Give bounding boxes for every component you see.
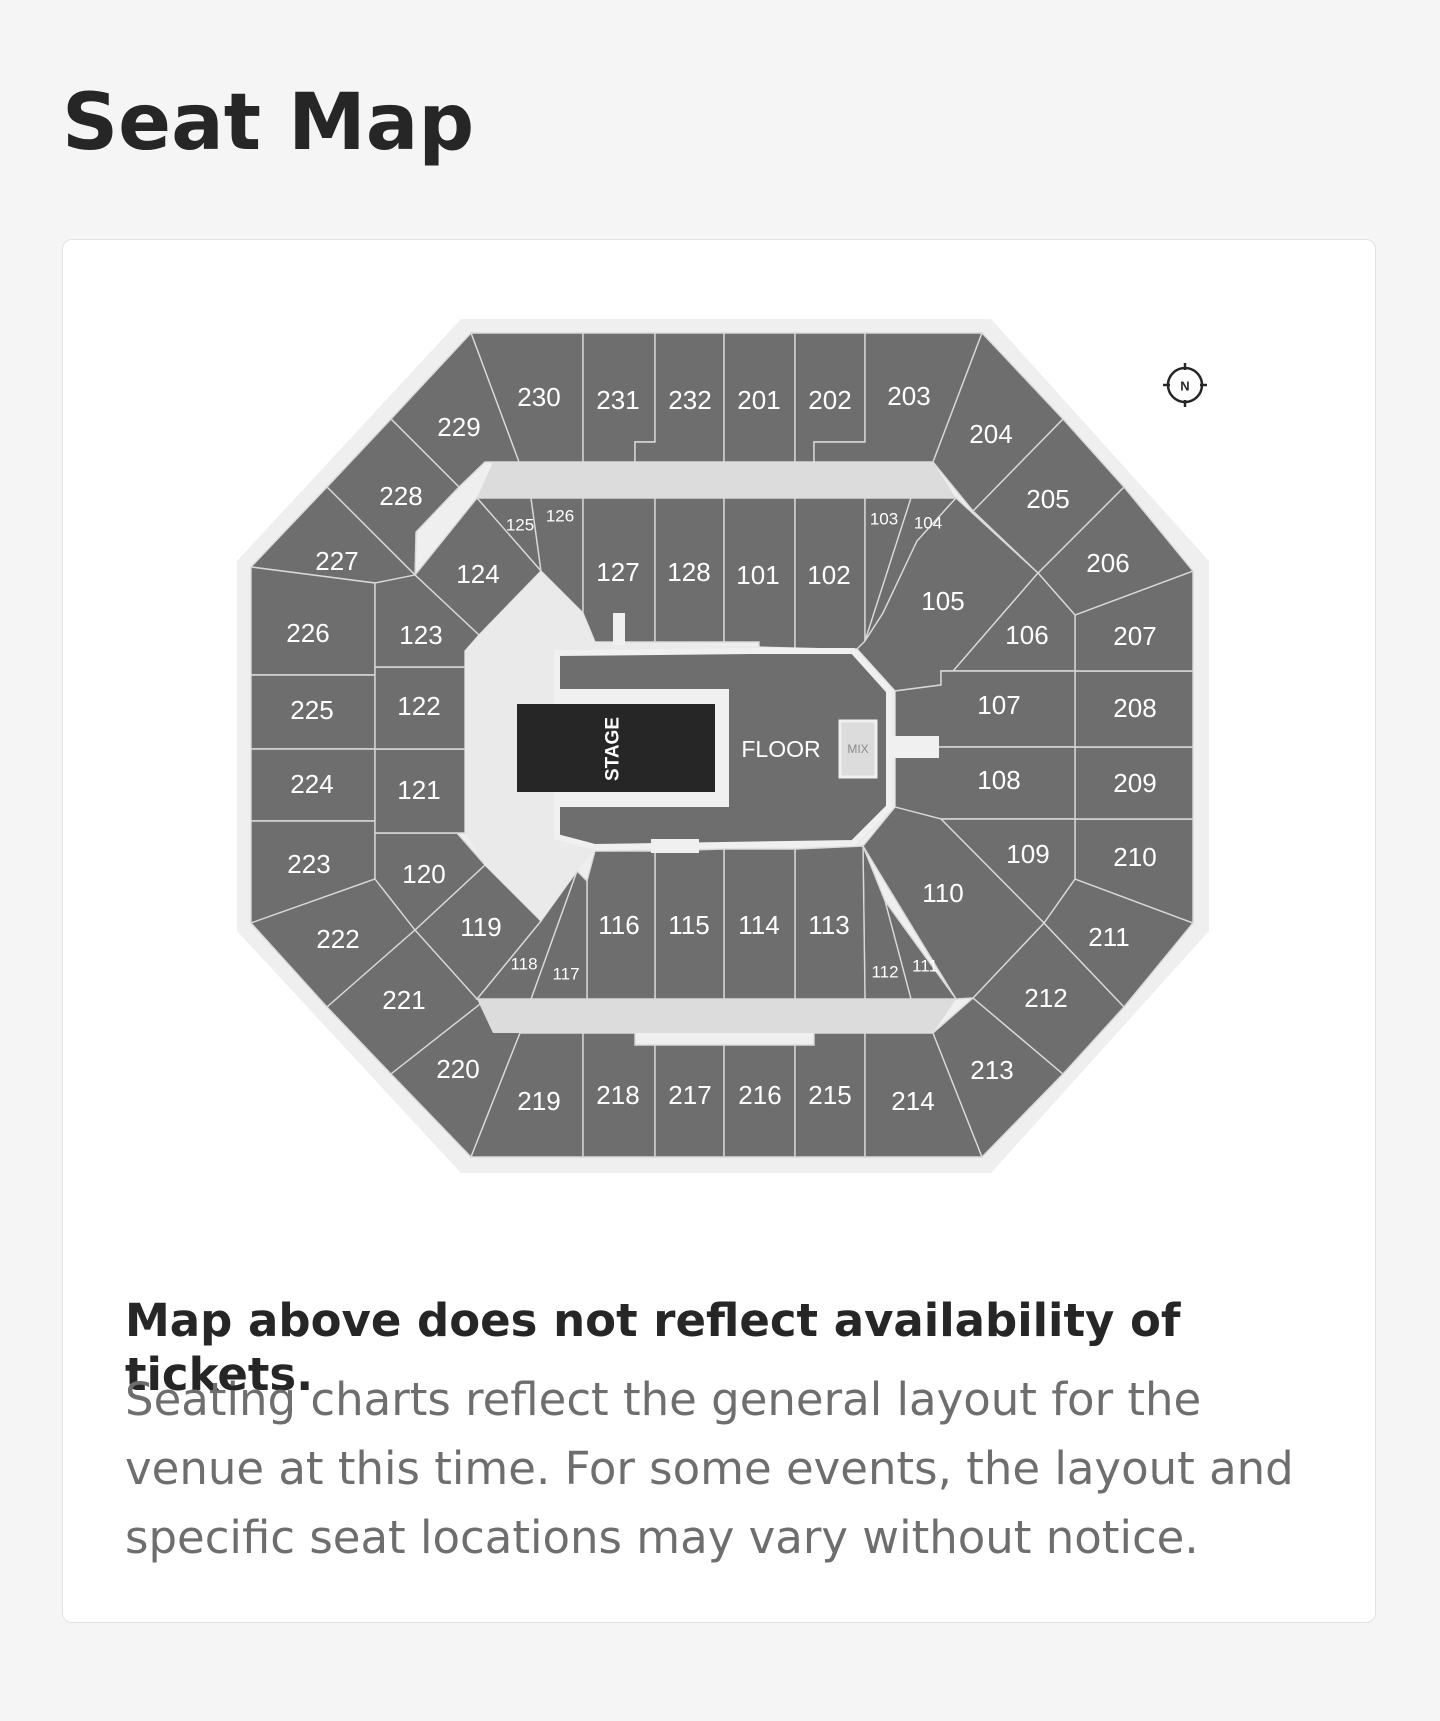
seat-map-card: STAGE FLOOR MIX N 230 231 232 201 202 20… <box>62 239 1376 1623</box>
mix-walkway <box>889 736 939 758</box>
label-103: 103 <box>870 510 898 529</box>
label-219: 219 <box>517 1086 560 1116</box>
label-225: 225 <box>290 695 333 725</box>
label-119: 119 <box>460 912 501 942</box>
concourse-top <box>477 462 956 498</box>
runway-bottom <box>651 839 699 853</box>
label-212: 212 <box>1024 983 1067 1013</box>
section-labels: 230 231 232 201 202 203 204 205 206 207 … <box>286 381 1156 1116</box>
concourse-bottom <box>477 999 956 1033</box>
upper-deck <box>249 331 1195 1159</box>
label-108: 108 <box>977 765 1020 795</box>
label-208: 208 <box>1113 693 1156 723</box>
label-230: 230 <box>517 382 560 412</box>
label-114: 114 <box>738 910 779 940</box>
label-213: 213 <box>970 1055 1013 1085</box>
label-122: 122 <box>397 691 440 721</box>
label-227: 227 <box>315 546 358 576</box>
label-121: 121 <box>397 775 440 805</box>
label-125: 125 <box>506 516 534 535</box>
floor-label: FLOOR <box>741 736 820 762</box>
label-202: 202 <box>808 385 851 415</box>
label-215: 215 <box>808 1080 851 1110</box>
label-231: 231 <box>596 385 639 415</box>
label-207: 207 <box>1113 621 1156 651</box>
label-128: 128 <box>667 557 710 587</box>
label-102: 102 <box>807 560 850 590</box>
compass-label: N <box>1180 379 1189 394</box>
label-111: 111 <box>912 957 938 976</box>
label-218: 218 <box>596 1080 639 1110</box>
label-109: 109 <box>1006 839 1049 869</box>
section-116[interactable] <box>586 850 656 1000</box>
page-title: Seat Map <box>62 78 475 168</box>
lower-bowl <box>374 496 1076 1001</box>
mix-position <box>838 719 878 779</box>
label-117: 117 <box>552 965 579 984</box>
section-228[interactable] <box>326 417 460 577</box>
label-232: 232 <box>668 385 711 415</box>
label-221: 221 <box>382 985 425 1015</box>
section-204[interactable] <box>932 331 1064 513</box>
stage-label: STAGE <box>603 717 624 781</box>
label-209: 209 <box>1113 768 1156 798</box>
label-216: 216 <box>738 1080 781 1110</box>
availability-notice-title: Map above does not reflect availability … <box>125 1294 1181 1401</box>
label-127: 127 <box>596 557 639 587</box>
label-110: 110 <box>922 878 963 908</box>
label-211: 211 <box>1088 922 1129 952</box>
label-113: 113 <box>808 910 849 940</box>
label-105: 105 <box>921 586 964 616</box>
compass-icon: N <box>1163 363 1207 407</box>
label-106: 106 <box>1005 620 1048 650</box>
label-201: 201 <box>737 385 780 415</box>
label-120: 120 <box>402 859 445 889</box>
label-205: 205 <box>1026 484 1069 514</box>
label-118: 118 <box>510 955 537 974</box>
label-124: 124 <box>456 559 499 589</box>
label-228: 228 <box>379 481 422 511</box>
label-217: 217 <box>668 1080 711 1110</box>
label-123: 123 <box>399 620 442 650</box>
label-101: 101 <box>736 560 779 590</box>
section-229[interactable] <box>390 331 521 488</box>
label-126: 126 <box>546 507 574 526</box>
label-224: 224 <box>290 769 333 799</box>
label-116: 116 <box>598 910 639 940</box>
label-203: 203 <box>887 381 930 411</box>
label-222: 222 <box>316 924 359 954</box>
mix-label: MIX <box>847 742 868 756</box>
label-223: 223 <box>287 849 330 879</box>
seat-map[interactable]: STAGE FLOOR MIX N 230 231 232 201 202 20… <box>63 240 1377 1624</box>
label-115: 115 <box>668 910 709 940</box>
stage-block <box>517 704 715 792</box>
label-214: 214 <box>891 1086 934 1116</box>
label-204: 204 <box>969 419 1012 449</box>
availability-notice-body: Seating charts reflect the general layou… <box>125 1373 1294 1564</box>
label-107: 107 <box>977 690 1020 720</box>
label-220: 220 <box>436 1054 479 1084</box>
label-206: 206 <box>1086 548 1129 578</box>
label-104: 104 <box>914 514 942 533</box>
runway-top <box>613 613 625 645</box>
label-210: 210 <box>1113 842 1156 872</box>
label-112: 112 <box>871 963 898 982</box>
label-229: 229 <box>437 412 480 442</box>
label-226: 226 <box>286 618 329 648</box>
